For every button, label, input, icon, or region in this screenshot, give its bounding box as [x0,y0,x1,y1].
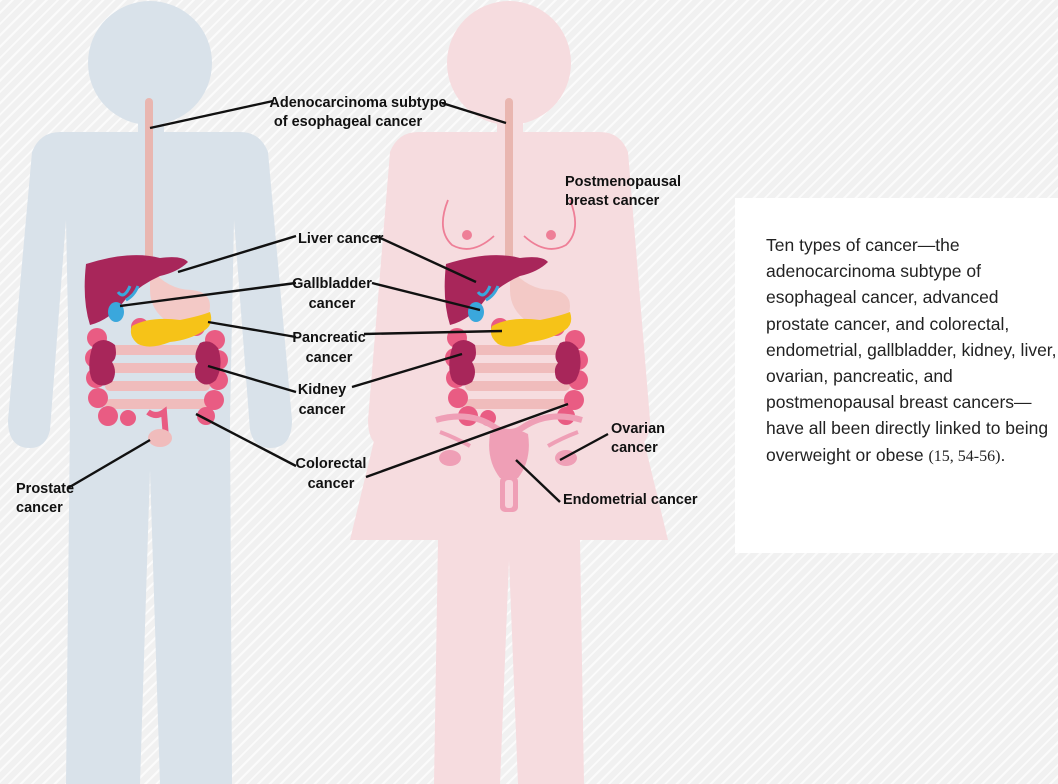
label-esophageal-line1: Adenocarcinoma subtype [269,95,446,111]
label-prostate-line2: cancer [16,500,63,516]
label-colorectal-line1: Colorectal [296,456,367,472]
info-period: . [1000,445,1005,465]
info-citation: (15, 54-56) [928,448,1000,465]
label-breast-line2: breast cancer [565,193,660,209]
label-ovarian-line2: cancer [611,440,658,456]
ovary-left [439,450,461,466]
info-body: Ten types of cancer—the adenocarcinoma s… [766,235,1057,465]
label-gallbladder-line2: cancer [309,296,356,312]
info-box: Ten types of cancer—the adenocarcinoma s… [735,198,1058,553]
label-colorectal-line2: cancer [308,476,355,492]
label-gallbladder-line1: Gallbladder [292,276,372,292]
label-esophageal-line2: of esophageal cancer [274,114,423,130]
label-endometrial: Endometrial cancer [563,492,698,508]
breast-left [462,230,472,240]
breast-right [546,230,556,240]
info-text: Ten types of cancer—the adenocarcinoma s… [766,232,1058,470]
label-prostate-line1: Prostate [16,481,74,497]
label-kidney-line1: Kidney [298,382,346,398]
label-pancreatic-line1: Pancreatic [292,330,365,346]
label-pancreatic-line2: cancer [306,350,353,366]
label-ovarian-line1: Ovarian [611,421,665,437]
label-breast-line1: Postmenopausal [565,174,681,190]
label-kidney-line2: cancer [299,402,346,418]
label-liver: Liver cancer [298,231,384,247]
